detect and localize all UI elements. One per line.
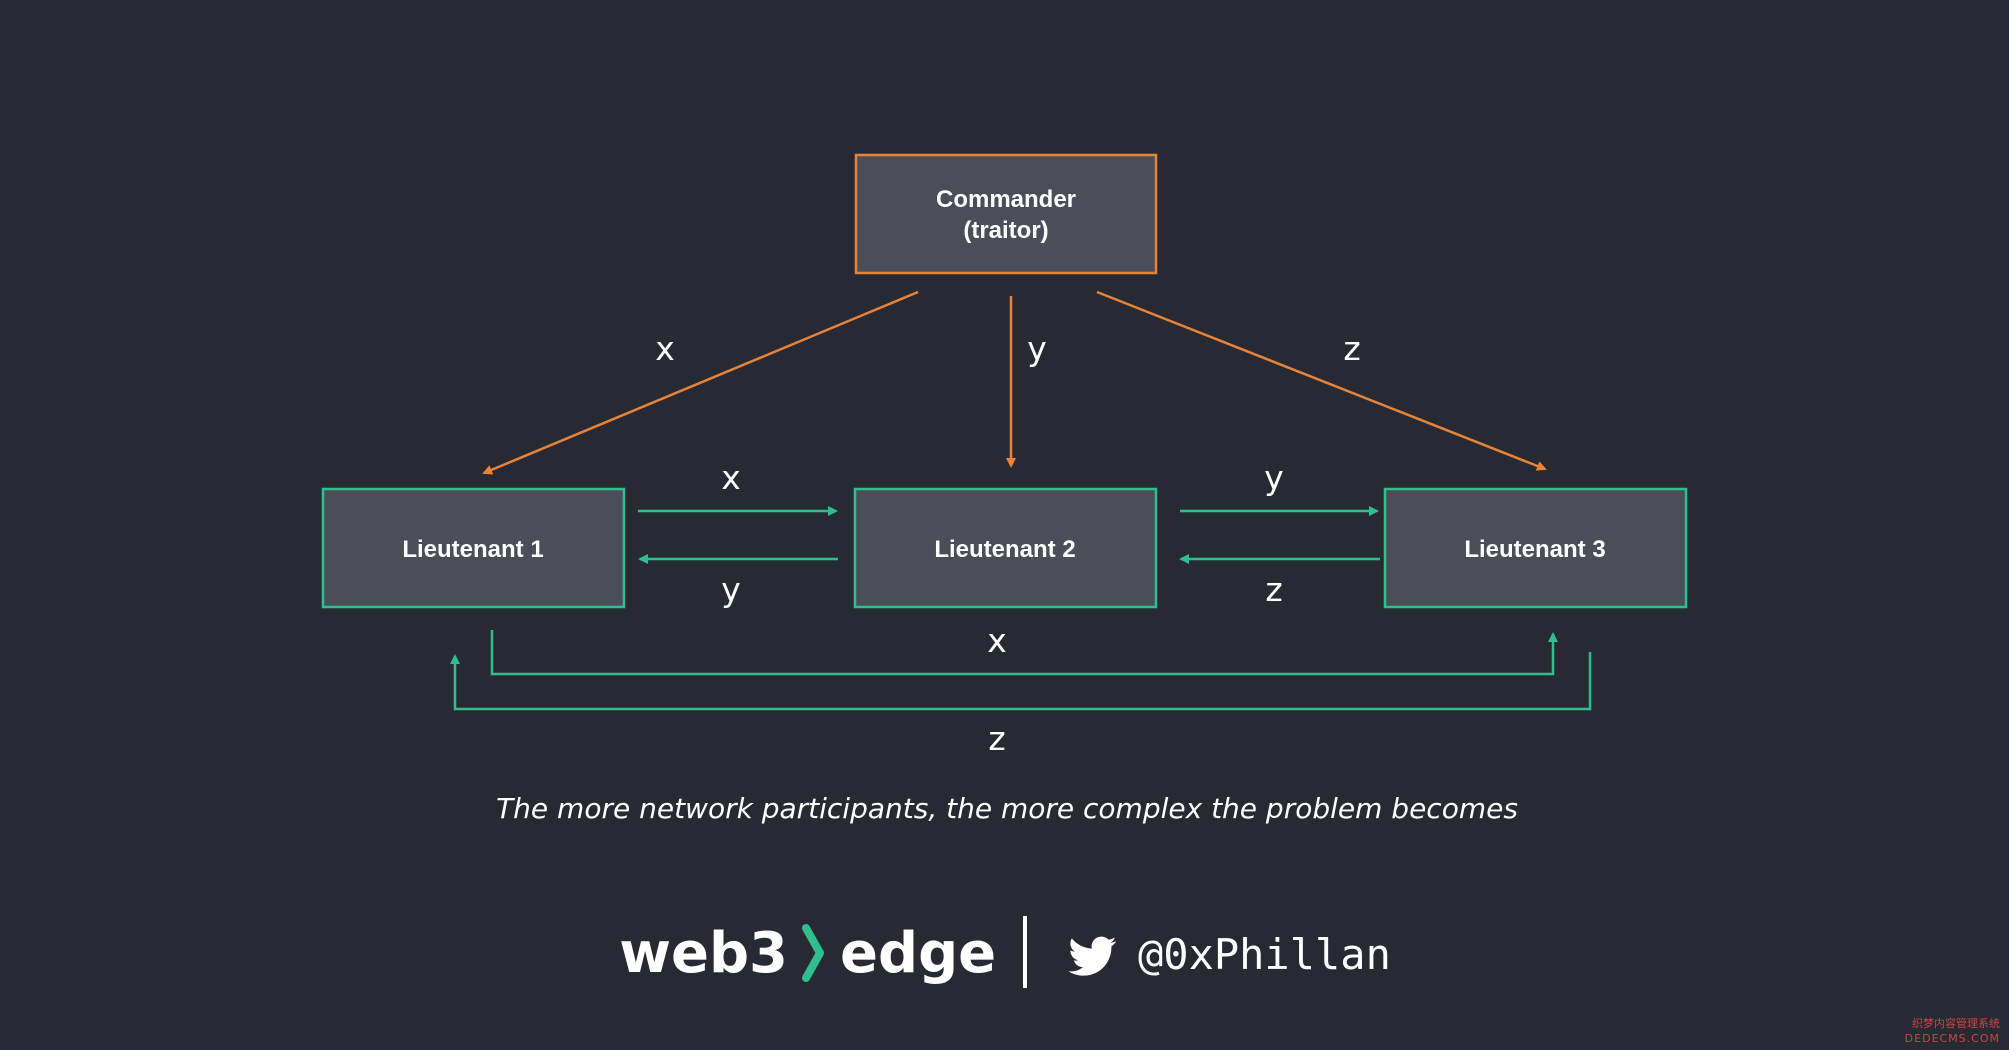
commander-sublabel: (traitor) (963, 217, 1048, 244)
lieutenant-1-node: Lieutenant 1 (321, 487, 626, 609)
edge-l3-to-l1 (450, 652, 1592, 711)
chevron-right-icon (802, 924, 824, 982)
edge-l3-to-l2-label: z (1265, 570, 1282, 609)
diagram-caption: The more network participants, the more … (496, 792, 1518, 825)
lieutenant-2-node: Lieutenant 2 (853, 487, 1158, 609)
lieutenant-2-box (853, 487, 1158, 609)
edge-commander-to-l3 (1096, 290, 1547, 471)
brand-edge: edge (840, 921, 996, 986)
edge-commander-to-l1 (482, 290, 919, 475)
brand-web3: web3 (619, 921, 788, 986)
edge-commander-to-l3-label: z (1343, 329, 1360, 368)
watermark-line2: DEDECMS.COM (1905, 1032, 2000, 1045)
commander-label: Commander (936, 186, 1076, 213)
watermark-line1: 织梦内容管理系统 (1912, 1016, 2000, 1030)
lieutenant-2-label: Lieutenant 2 (934, 536, 1075, 563)
footer-branding: web3 edge @0xPhillan (619, 916, 1391, 988)
edge-l2-to-l3-label: y (1264, 458, 1284, 497)
lieutenant-3-label: Lieutenant 3 (1464, 536, 1605, 563)
edge-l3-to-l1-label: z (988, 719, 1005, 758)
watermark: 织梦内容管理系统 DEDECMS.COM (1905, 1016, 2000, 1045)
commander-node: Commander (traitor) (854, 153, 1158, 275)
lieutenant-1-box (321, 487, 626, 609)
edge-commander-to-l2-label: y (1027, 329, 1047, 368)
edge-commander-to-l1-label: x (655, 329, 675, 368)
twitter-handle: @0xPhillan (1138, 930, 1391, 979)
bird-icon (1068, 936, 1117, 976)
commander-box (854, 153, 1158, 275)
lieutenant-3-node: Lieutenant 3 (1383, 487, 1688, 609)
edge-l1-to-l2-label: x (721, 458, 741, 497)
lieutenant-3-box (1383, 487, 1688, 609)
lieutenant-1-label: Lieutenant 1 (402, 536, 543, 563)
edge-l1-to-l3 (490, 630, 1558, 676)
edge-l1-to-l3-label: x (987, 621, 1007, 660)
edge-l2-to-l1-label: y (721, 570, 741, 609)
